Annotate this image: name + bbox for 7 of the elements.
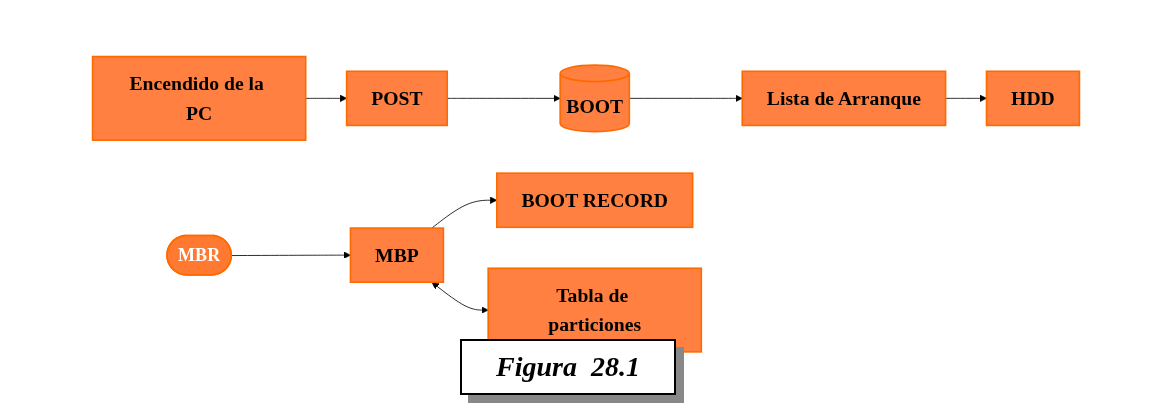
node-box: Tabla de particiones: [486, 267, 702, 353]
node-box: BOOT RECORD: [495, 172, 693, 229]
node-box: MBP: [349, 227, 444, 284]
node-box: Encendido de la PC: [91, 56, 306, 142]
node-box: HDD: [985, 70, 1080, 127]
node-box: Lista de Arranque: [740, 70, 946, 127]
node-box: POST: [345, 70, 448, 127]
